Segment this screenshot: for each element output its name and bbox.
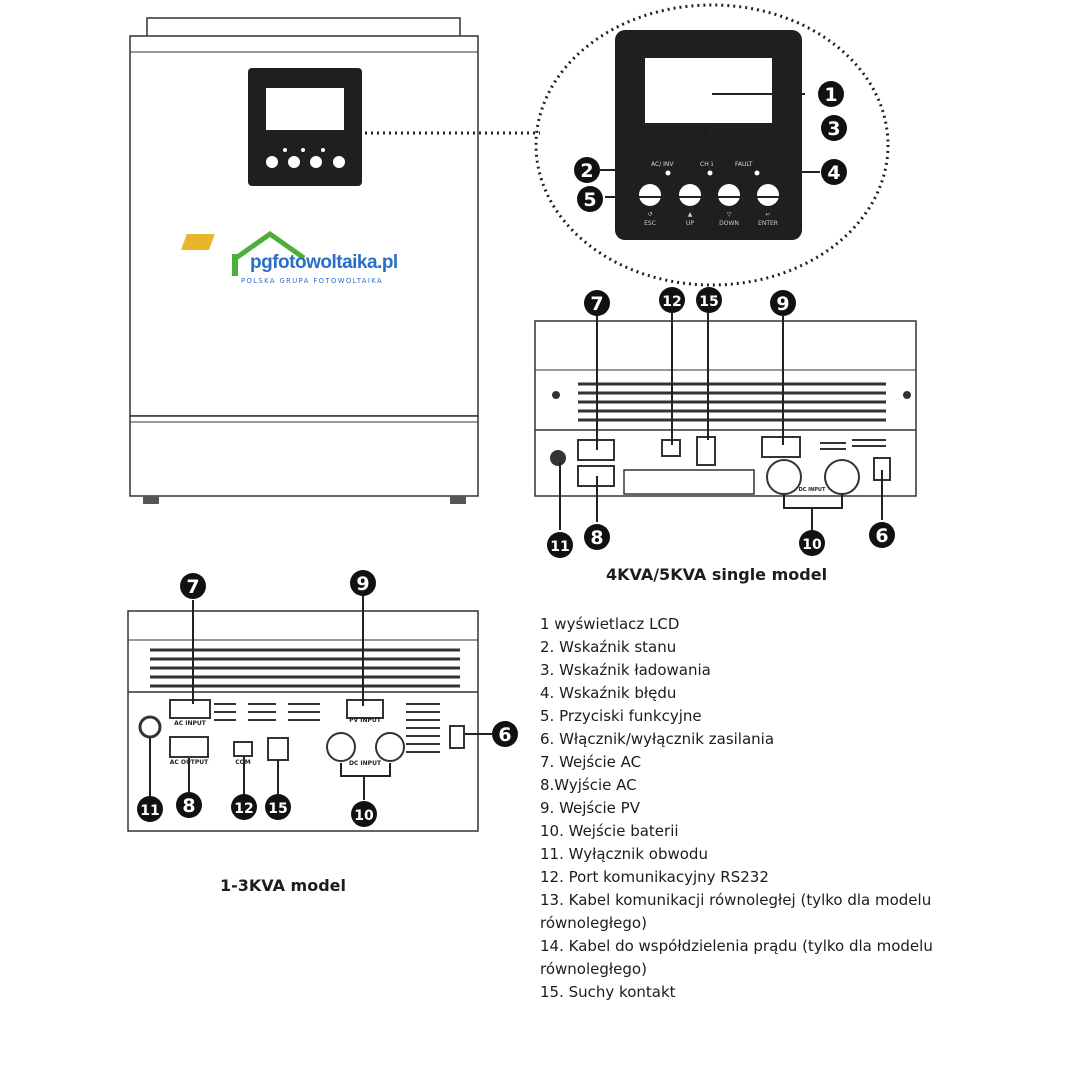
esc-glyph: ↺ [647,211,652,218]
enter-button-label: ENTER [758,220,778,227]
up-button-label: UP [686,220,694,227]
lcd-display [645,58,772,123]
up-glyph: ▲ [688,211,693,218]
indicator-label-ac-inv: AC/ INV [651,161,674,168]
pv-input-label-small: PV INPUT [349,717,382,724]
legend-item: 5. Przyciski funkcyjne [540,707,702,725]
down-button[interactable] [718,184,740,206]
legend-item: 3. Wskaźnik ładowania [540,661,711,679]
callout-15-small: 15 [265,794,291,820]
legend-item: 9. Wejście PV [540,799,640,817]
callout-5: 5 [577,186,603,212]
large-model-caption: 4KVA/5KVA single model [606,565,828,584]
svg-text:11: 11 [140,803,159,819]
legend-item: 8.Wyjście AC [540,776,637,794]
svg-text:15: 15 [268,801,287,817]
callout-12-large: 12 [659,287,685,313]
legend-item: 12. Port komunikacyjny RS232 [540,868,769,886]
fault-indicator-led [754,170,760,176]
ac-output-label-small: AC OUTPUT [170,759,209,766]
svg-text:8: 8 [182,795,195,817]
callout-9-small: 9 [350,570,376,596]
svg-text:6: 6 [875,525,888,547]
svg-text:9: 9 [356,573,369,595]
enter-button[interactable] [757,184,779,206]
svg-text:7: 7 [590,293,603,315]
indicator-label-chg: CHG [700,161,714,168]
logo-tagline: POLSKA GRUPA FOTOWOLTAIKA [241,277,384,285]
status-indicator-led [665,170,671,176]
legend-item: 6. Włącznik/wyłącznik zasilania [540,730,775,748]
svg-text:1: 1 [824,84,837,106]
circuit-breaker [550,450,566,466]
callout-6-large: 6 [869,522,895,548]
dc-input-label-small: DC INPUT [349,760,382,767]
inverter-front-view [129,17,479,504]
legend-item: 10. Wejście baterii [540,822,679,840]
svg-text:4: 4 [827,162,840,184]
svg-text:12: 12 [662,294,681,310]
logo-house-icon [181,230,306,276]
callout-4: 4 [821,159,847,185]
dc-input-label-large: DC INPUT [799,487,826,493]
large-model-bottom-view [534,312,917,530]
legend-item: 14. Kabel do współdzielenia prądu (tylko… [540,937,933,978]
legend-item: 15. Suchy kontakt [540,983,676,1001]
down-button-label: DOWN [719,220,739,227]
callout-8-large: 8 [584,524,610,550]
callout-15-large: 15 [696,287,722,313]
callout-10-small: 10 [351,801,377,827]
svg-text:6: 6 [498,724,511,746]
down-glyph: ▽ [727,211,732,218]
callout-10-large: 10 [799,530,825,556]
callout-2: 2 [574,157,600,183]
svg-text:3: 3 [827,118,840,140]
callout-7-large: 7 [584,290,610,316]
logo-name: pgfotowoltaika.pl [250,252,398,273]
ac-input-label-small: AC INPUT [174,720,207,727]
callout-3: 3 [821,115,847,141]
legend-item: 11. Wyłącznik obwodu [540,845,708,863]
legend-item: 4. Wskaźnik błędu [540,684,677,702]
up-button[interactable] [679,184,701,206]
component-legend: 1 wyświetlacz LCD 2. Wskaźnik stanu 3. W… [540,613,970,1004]
svg-text:15: 15 [699,294,718,310]
svg-text:9: 9 [776,293,789,315]
callout-9-large: 9 [770,290,796,316]
svg-text:5: 5 [583,189,596,211]
svg-text:12: 12 [234,801,253,817]
small-model-caption: 1-3KVA model [220,876,347,895]
legend-item: 1 wyświetlacz LCD [540,615,680,633]
callout-11-large: 11 [547,532,573,558]
svg-text:8: 8 [590,527,603,549]
callout-8-small: 8 [176,792,202,818]
svg-text:2: 2 [580,160,593,182]
legend-item: 2. Wskaźnik stanu [540,638,677,656]
callout-7-small: 7 [180,573,206,599]
svg-text:10: 10 [354,808,374,824]
legend-item: 13. Kabel komunikacji równoległej (tylko… [540,891,932,932]
legend-item: 7. Wejście AC [540,753,642,771]
indicator-label-fault: FAULT [735,161,753,168]
callout-1: 1 [818,81,844,107]
com-label-small: COM [235,759,251,766]
esc-button-label: ESC [644,220,656,227]
callout-6-small: 6 [492,721,518,747]
enter-glyph: ↵ [765,211,770,218]
zoomed-control-panel: AC/ INV CHG FAULT ↺ ▲ ▽ ↵ ESC UP DOWN EN… [600,30,820,240]
callout-11-small: 11 [137,796,163,822]
svg-text:11: 11 [550,539,569,555]
callout-12-small: 12 [231,794,257,820]
svg-text:10: 10 [802,537,822,553]
charge-indicator-led [707,170,713,176]
esc-button[interactable] [639,184,661,206]
svg-text:7: 7 [186,576,199,598]
